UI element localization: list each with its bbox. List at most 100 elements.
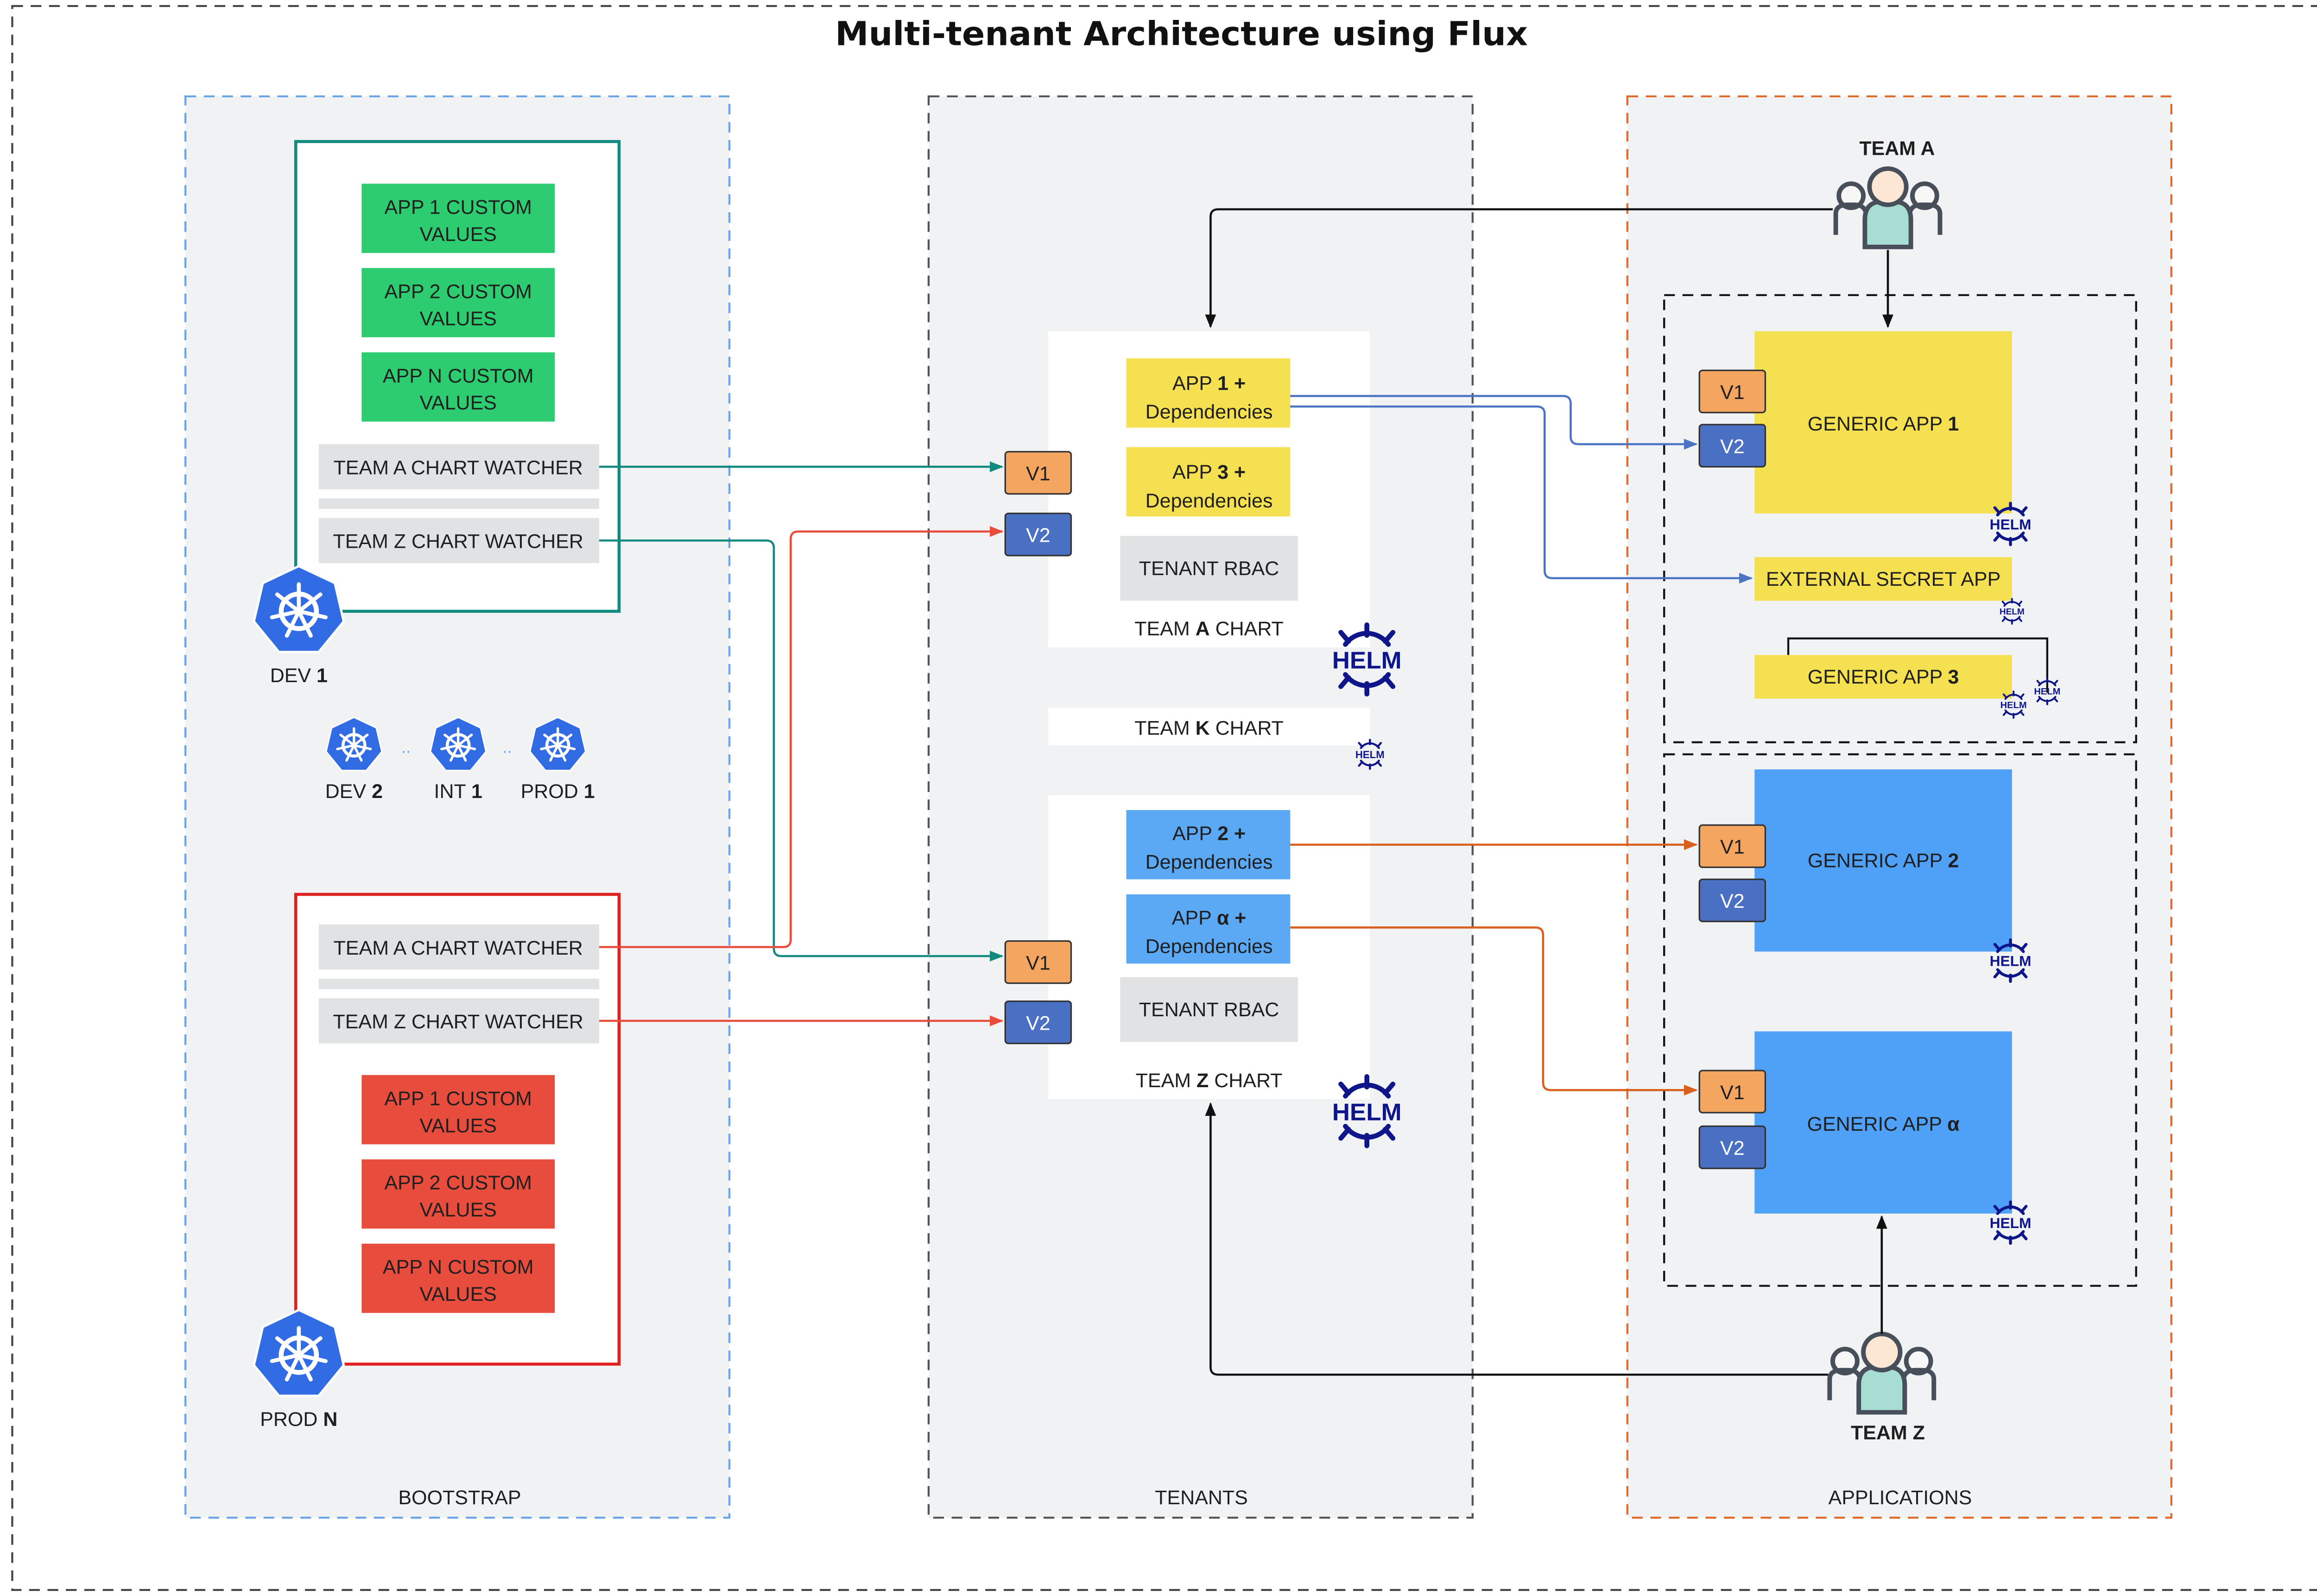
svg-text:APP 2 CUSTOM: APP 2 CUSTOM (384, 1172, 532, 1194)
team-z-namespace-box (1663, 753, 2137, 1287)
watcher-divider (318, 978, 599, 989)
cluster-separator: .. (502, 738, 512, 757)
team-k-chart-box: TEAM K CHART (1048, 708, 1370, 746)
prod-team-a-watcher-to-team-a-v2 (599, 526, 1004, 948)
svg-text:Dependencies: Dependencies (1146, 851, 1273, 874)
app-1-to-external-secret-app (1290, 405, 1753, 584)
svg-text:APP 2 +: APP 2 + (1172, 823, 1246, 845)
svg-text:Dependencies: Dependencies (1146, 401, 1273, 424)
generic-app-3-loop (1787, 637, 2049, 693)
generic-app-2-helm-icon (1990, 940, 2032, 982)
prod-team-z-chart-watcher: TEAM Z CHART WATCHER (318, 998, 599, 1044)
generic-app-3-helm-icon (2000, 691, 2027, 718)
svg-text:APP 1 CUSTOM: APP 1 CUSTOM (384, 1088, 532, 1110)
svg-text:Dependencies: Dependencies (1146, 490, 1273, 512)
svg-text:EXTERNAL SECRET APP: EXTERNAL SECRET APP (1766, 568, 2000, 590)
dev-app-1-custom-values: APP 1 CUSTOM VALUES (361, 184, 555, 253)
external-secret-helm-icon (1998, 598, 2026, 625)
tenant-app-2-dependencies: APP 2 + Dependencies (1126, 810, 1291, 880)
int-1-label: INT 1 (434, 780, 482, 803)
tenants-label: TENANTS (1155, 1487, 1248, 1509)
svg-text:APP 1 +: APP 1 + (1172, 373, 1246, 395)
generic-app-3: GENERIC APP 3 (1754, 655, 2012, 699)
team-z-label: TEAM Z (1851, 1422, 1925, 1444)
external-secret-app: EXTERNAL SECRET APP (1754, 557, 2012, 601)
tenant-app-3-dependencies: APP 3 + Dependencies (1126, 447, 1291, 517)
generic-app-2: GENERIC APP 2 (1754, 769, 2012, 952)
generic-app-alpha-v2-badge: V2 (1698, 1125, 1766, 1169)
generic-app-2-v1-badge: V1 (1698, 824, 1766, 868)
team-a-chart-v1-badge: V1 (1004, 451, 1072, 495)
diagram-title: Multi-tenant Architecture using Flux (835, 15, 1528, 53)
generic-app-3-helm-icon (2034, 678, 2060, 704)
tenant-app-alpha-dependencies: APP α + Dependencies (1126, 894, 1291, 964)
svg-text:APP 1 CUSTOM: APP 1 CUSTOM (384, 196, 532, 219)
team-a-namespace-box (1663, 294, 2137, 743)
svg-text:V2: V2 (1026, 1013, 1051, 1035)
svg-text:TENANT RBAC: TENANT RBAC (1139, 557, 1279, 580)
prod-team-a-chart-watcher: TEAM A CHART WATCHER (318, 924, 599, 970)
generic-app-alpha-v1-badge: V1 (1698, 1070, 1766, 1114)
svg-text:VALUES: VALUES (420, 223, 497, 246)
svg-text:VALUES: VALUES (420, 1284, 497, 1306)
prod-app-1-custom-values: APP 1 CUSTOM VALUES (361, 1075, 555, 1145)
svg-text:GENERIC APP 3: GENERIC APP 3 (1808, 666, 1959, 688)
team-a-chart-v2-badge: V2 (1004, 513, 1072, 557)
svg-text:V2: V2 (1026, 525, 1051, 547)
app-1-to-generic-app-1-v2 (1290, 395, 1698, 450)
svg-text:VALUES: VALUES (420, 308, 497, 330)
outer-frame (11, 5, 2317, 1591)
prod-app-2-custom-values: APP 2 CUSTOM VALUES (361, 1159, 555, 1229)
dev-1-label: DEV 1 (270, 665, 328, 687)
team-a-chart-label: TEAM A CHART (1134, 618, 1284, 640)
dev-2-label: DEV 2 (325, 780, 383, 803)
prod-n-label: PROD N (260, 1408, 337, 1431)
cluster-separator: .. (401, 738, 411, 757)
app-alpha-to-generic-app-alpha-v1 (1290, 926, 1698, 1096)
svg-text:V1: V1 (1720, 1082, 1745, 1104)
generic-app-1-v2-badge: V2 (1698, 424, 1766, 468)
svg-text:V1: V1 (1026, 463, 1051, 485)
svg-text:V2: V2 (1720, 436, 1745, 458)
svg-text:TEAM A CHART WATCHER: TEAM A CHART WATCHER (334, 937, 583, 959)
generic-app-alpha: GENERIC APP α (1754, 1031, 2012, 1214)
prod-app-n-custom-values: APP N CUSTOM VALUES (361, 1243, 555, 1313)
team-z-to-team-z-chart (1205, 1102, 1829, 1376)
svg-text:VALUES: VALUES (420, 1115, 497, 1137)
dev-team-z-watcher-to-team-z-v1 (599, 539, 1004, 962)
team-z-chart-v2-badge: V2 (1004, 1000, 1072, 1045)
generic-app-alpha-helm-icon (1990, 1202, 2032, 1243)
generic-app-1-v1-badge: V1 (1698, 369, 1766, 413)
svg-text:TEAM Z CHART WATCHER: TEAM Z CHART WATCHER (333, 1011, 583, 1033)
dev-app-n-custom-values: APP N CUSTOM VALUES (361, 352, 555, 422)
generic-app-2-v2-badge: V2 (1698, 878, 1766, 923)
svg-text:TENANT RBAC: TENANT RBAC (1139, 999, 1279, 1021)
team-k-chart-helm-icon (1355, 740, 1385, 769)
svg-text:VALUES: VALUES (420, 1199, 497, 1222)
tenant-app-1-dependencies: APP 1 + Dependencies (1126, 358, 1291, 428)
dev-app-2-custom-values: APP 2 CUSTOM VALUES (361, 268, 555, 337)
svg-text:TEAM Z CHART WATCHER: TEAM Z CHART WATCHER (333, 531, 583, 553)
svg-text:TEAM K CHART: TEAM K CHART (1134, 717, 1284, 740)
svg-text:V1: V1 (1720, 836, 1745, 859)
svg-text:V1: V1 (1720, 381, 1745, 404)
svg-text:GENERIC APP 1: GENERIC APP 1 (1808, 413, 1959, 436)
team-z-chart-v1-badge: V1 (1004, 940, 1072, 984)
svg-text:TEAM A CHART WATCHER: TEAM A CHART WATCHER (334, 457, 583, 479)
svg-text:APP α +: APP α + (1172, 907, 1247, 929)
svg-text:APP N CUSTOM: APP N CUSTOM (383, 1256, 534, 1279)
team-a-chart-helm-icon (1332, 625, 1402, 694)
svg-text:APP N CUSTOM: APP N CUSTOM (383, 365, 534, 387)
generic-app-1: GENERIC APP 1 (1754, 331, 2012, 513)
prod-1-label: PROD 1 (521, 780, 595, 803)
dev-team-z-chart-watcher: TEAM Z CHART WATCHER (318, 518, 599, 564)
svg-text:APP 3 +: APP 3 + (1172, 462, 1246, 484)
team-z-chart-helm-icon (1332, 1077, 1402, 1146)
svg-text:GENERIC APP α: GENERIC APP α (1807, 1113, 1960, 1135)
team-a-label: TEAM A (1859, 138, 1935, 160)
team-z-tenant-rbac: TENANT RBAC (1120, 977, 1298, 1042)
svg-text:V2: V2 (1720, 1137, 1745, 1159)
team-a-tenant-rbac: TENANT RBAC (1120, 536, 1298, 601)
